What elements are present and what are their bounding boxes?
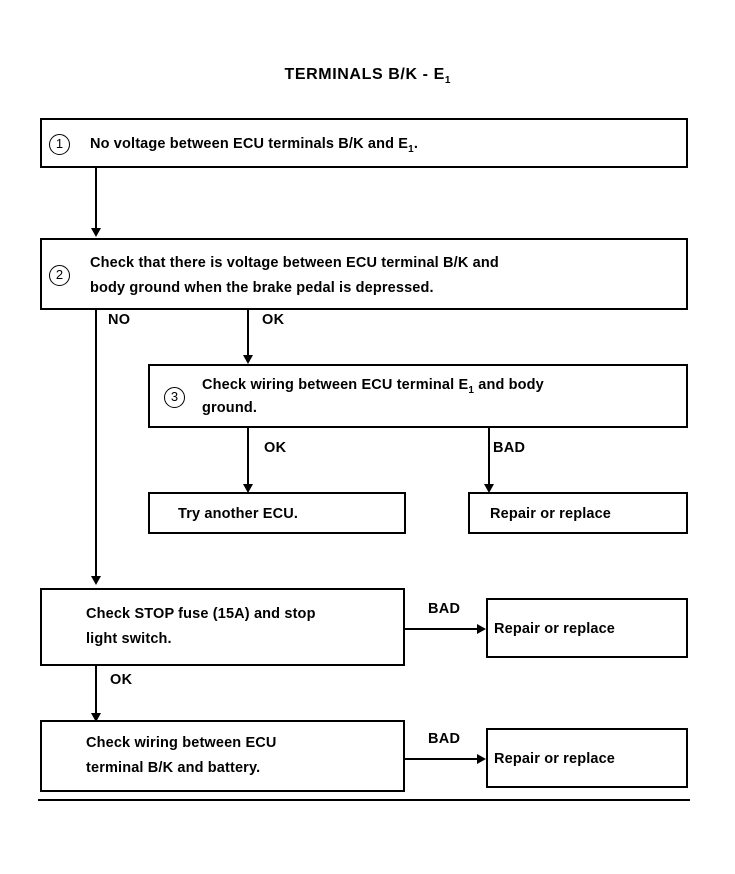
page-title-subscript: 1 xyxy=(444,75,451,87)
footer-rule xyxy=(38,799,690,801)
step-marker-1: 1 xyxy=(49,134,70,155)
edge-label-ok-1: OK xyxy=(262,312,285,328)
node-box-1: 1 No voltage between ECU terminals B/K a… xyxy=(40,118,688,168)
edge-label-bad-1: BAD xyxy=(493,440,526,456)
edge-label-ok-2: OK xyxy=(264,440,287,456)
edge-ok2-arrow xyxy=(243,484,253,493)
edge-ok3-arrow xyxy=(91,713,101,722)
node-box-4: Try another ECU. xyxy=(148,492,406,534)
node-box-6-line1: Check STOP fuse (15A) and stop xyxy=(86,606,316,622)
node-box-8: Check wiring between ECU terminal B/K an… xyxy=(40,720,405,792)
edge-bad2-horizontal xyxy=(405,628,480,630)
edge-bad3-arrow xyxy=(477,754,486,764)
node-box-3-line1-prefix: Check wiring between ECU terminal E xyxy=(202,377,469,393)
edge-no-arrow xyxy=(91,576,101,585)
node-box-7-line1: Repair or replace xyxy=(494,621,616,637)
page-title-text: TERMINALS B/K - E xyxy=(284,66,445,83)
node-box-9-line1: Repair or replace xyxy=(494,751,616,767)
node-box-1-line1-subscript: 1 xyxy=(408,143,414,155)
node-box-8-line2: terminal B/K and battery. xyxy=(86,760,261,776)
node-box-2: 2 Check that there is voltage between EC… xyxy=(40,238,688,310)
node-box-3-line1: Check wiring between ECU terminal E1 and… xyxy=(202,375,544,401)
node-box-8-line1: Check wiring between ECU xyxy=(86,735,277,751)
node-box-2-line2: body ground when the brake pedal is depr… xyxy=(90,280,434,296)
node-box-1-line1-suffix: . xyxy=(413,136,419,152)
edge-no-vertical xyxy=(95,310,97,578)
edge-ok1-vertical xyxy=(247,310,249,358)
step-marker-3: 3 xyxy=(164,387,185,408)
node-box-3: 3 Check wiring between ECU terminal E1 a… xyxy=(148,364,688,428)
connector-1-to-2-arrow xyxy=(91,228,101,237)
node-box-3-line1-suffix: and body xyxy=(474,377,544,393)
edge-ok1-arrow xyxy=(243,355,253,364)
edge-label-bad-3: BAD xyxy=(428,731,461,747)
node-box-5: Repair or replace xyxy=(468,492,688,534)
edge-bad1-vertical xyxy=(488,428,490,486)
step-marker-2: 2 xyxy=(49,265,70,286)
page-title: TERMINALS B/K - E1 xyxy=(0,66,735,86)
node-box-9: Repair or replace xyxy=(486,728,688,788)
node-box-2-line1: Check that there is voltage between ECU … xyxy=(90,255,499,271)
edge-label-ok-3: OK xyxy=(110,672,133,688)
node-box-5-line1: Repair or replace xyxy=(490,506,612,522)
edge-bad2-arrow xyxy=(477,624,486,634)
node-box-7: Repair or replace xyxy=(486,598,688,658)
edge-ok2-vertical xyxy=(247,428,249,486)
node-box-6-line2: light switch. xyxy=(86,631,172,647)
edge-label-bad-2: BAD xyxy=(428,601,461,617)
edge-ok3-vertical xyxy=(95,666,97,716)
node-box-6: Check STOP fuse (15A) and stop light swi… xyxy=(40,588,405,666)
edge-bad1-arrow xyxy=(484,484,494,493)
node-box-3-line2: ground. xyxy=(202,400,258,416)
edge-label-no-1: NO xyxy=(108,312,131,328)
node-box-4-line1: Try another ECU. xyxy=(178,506,299,522)
connector-1-to-2-line xyxy=(95,168,97,230)
edge-bad3-horizontal xyxy=(405,758,480,760)
node-box-1-line1-prefix: No voltage between ECU terminals B/K and… xyxy=(90,136,409,152)
node-box-1-text: No voltage between ECU terminals B/K and… xyxy=(90,134,418,160)
node-box-3-line1-subscript: 1 xyxy=(468,384,475,396)
